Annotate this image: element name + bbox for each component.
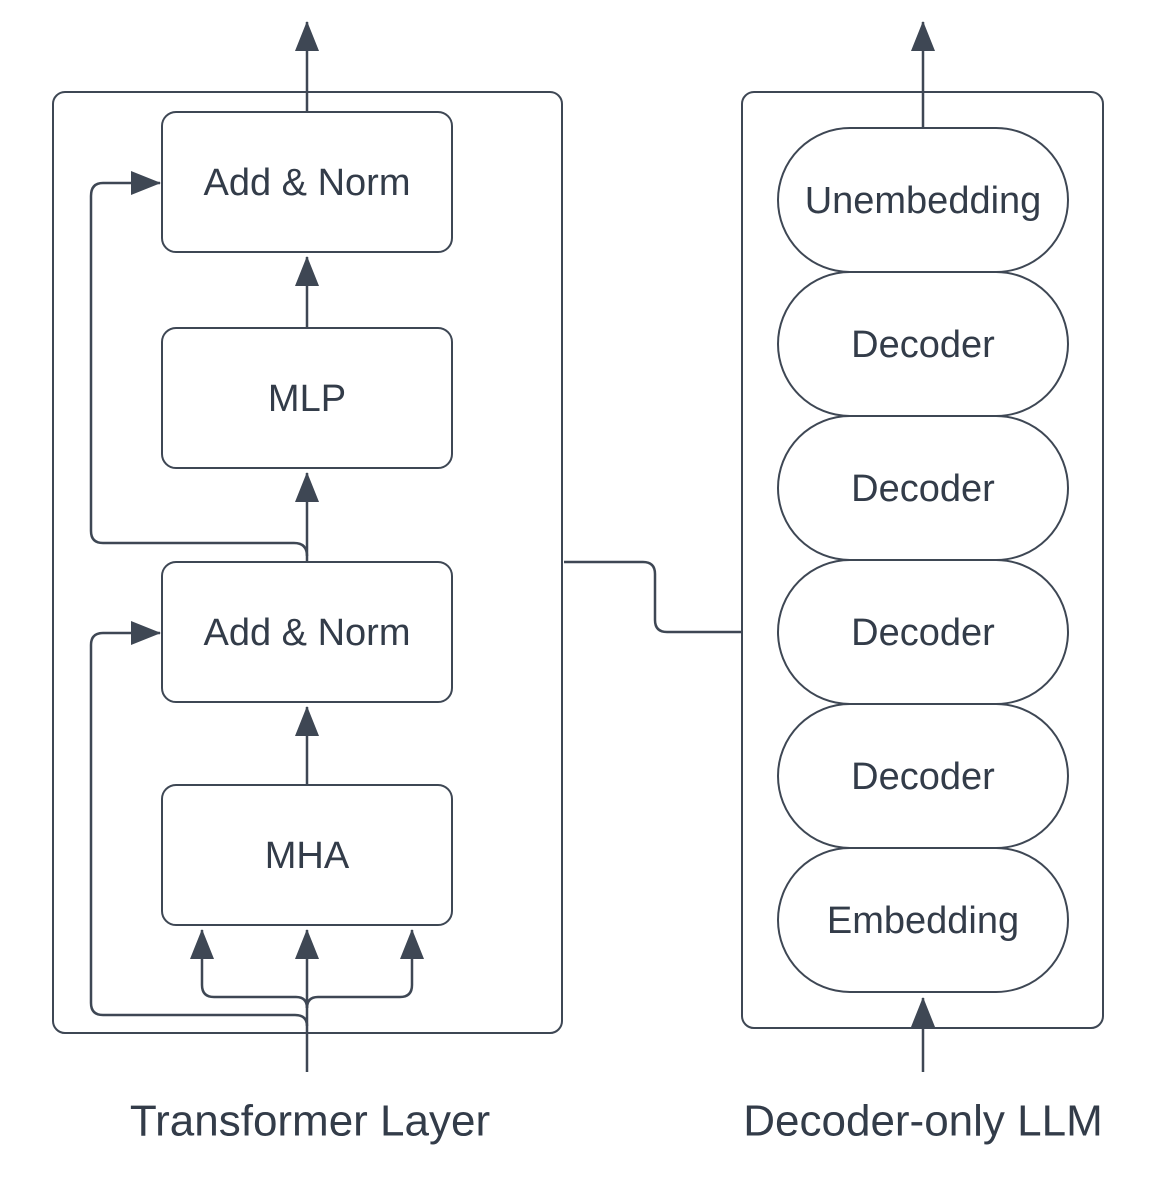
box-mlp-label: MLP xyxy=(268,378,346,420)
box-add-norm-bottom xyxy=(161,561,453,703)
caption-transformer-layer: Transformer Layer xyxy=(130,1097,490,1146)
decoder-only-llm-group: Unembedding Decoder Decoder Decoder Deco… xyxy=(564,21,1104,1146)
box-add-norm-bottom-label: Add & Norm xyxy=(204,612,411,654)
box-mha xyxy=(161,784,453,926)
box-mlp xyxy=(161,327,453,469)
pill-decoder-1-label: Decoder xyxy=(851,324,995,366)
pill-decoder-3-label: Decoder xyxy=(851,612,995,654)
box-mha-label: MHA xyxy=(265,835,350,877)
trident-right-arrow xyxy=(305,929,424,1009)
pill-embedding xyxy=(777,847,1069,993)
pill-embedding-label: Embedding xyxy=(827,900,1019,942)
residual-arrow-mlp xyxy=(89,171,309,557)
transformer-layer-group: Add & Norm MLP Add & Norm MHA Transforme… xyxy=(52,21,563,1146)
box-add-norm-top-label: Add & Norm xyxy=(204,162,411,204)
caption-decoder-only-llm: Decoder-only LLM xyxy=(743,1097,1103,1146)
box-add-norm-top xyxy=(161,111,453,253)
layer-to-decoder-connector xyxy=(564,560,744,634)
pill-decoder-4-label: Decoder xyxy=(851,756,995,798)
residual-arrow-mha xyxy=(89,621,309,1027)
trident-left-arrow xyxy=(190,929,309,1009)
pill-decoder-2-label: Decoder xyxy=(851,468,995,510)
pill-unembedding-label: Unembedding xyxy=(805,180,1042,222)
